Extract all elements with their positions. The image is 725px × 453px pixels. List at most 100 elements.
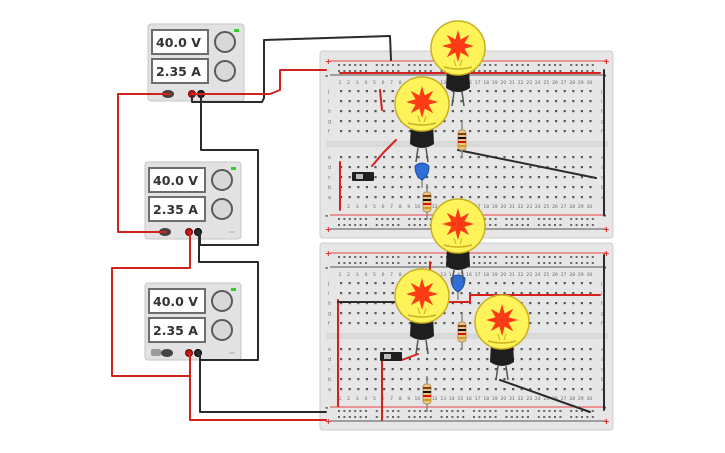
terminal-hole[interactable] [408,388,411,391]
terminal-hole[interactable] [426,358,429,361]
terminal-hole[interactable] [443,196,446,199]
terminal-hole[interactable] [580,196,583,199]
terminal-hole[interactable] [357,292,360,295]
terminal-hole[interactable] [417,368,420,371]
terminal-hole[interactable] [486,196,489,199]
terminal-hole[interactable] [572,120,575,123]
terminal-hole[interactable] [340,348,343,351]
terminal-hole[interactable] [555,368,558,371]
terminal-hole[interactable] [348,100,351,103]
terminal-hole[interactable] [563,90,566,93]
rail-hole[interactable] [365,410,367,412]
terminal-hole[interactable] [460,100,463,103]
terminal-hole[interactable] [520,196,523,199]
terminal-hole[interactable] [546,322,549,325]
rail-hole[interactable] [548,224,551,226]
rail-hole[interactable] [473,256,475,258]
terminal-hole[interactable] [589,130,592,133]
rail-hole[interactable] [365,262,367,264]
terminal-hole[interactable] [477,186,480,189]
terminal-hole[interactable] [512,90,515,93]
terminal-hole[interactable] [391,90,394,93]
terminal-hole[interactable] [348,110,351,113]
voltage-knob-icon[interactable] [214,31,236,53]
terminal-hole[interactable] [580,282,583,285]
terminal-hole[interactable] [408,378,411,381]
terminal-hole[interactable] [348,90,351,93]
terminal-hole[interactable] [546,186,549,189]
rail-hole[interactable] [424,64,427,66]
rail-hole[interactable] [451,416,454,418]
rail-hole[interactable] [591,262,594,264]
terminal-hole[interactable] [469,90,472,93]
rail-hole[interactable] [516,224,519,226]
rail-hole[interactable] [424,410,427,412]
terminal-hole[interactable] [589,292,592,295]
terminal-hole[interactable] [572,186,575,189]
terminal-hole[interactable] [469,348,472,351]
rail-hole[interactable] [494,224,497,226]
rail-hole[interactable] [521,64,524,66]
terminal-hole[interactable] [443,322,446,325]
rail-hole[interactable] [521,224,524,226]
terminal-hole[interactable] [580,292,583,295]
terminal-hole[interactable] [494,176,497,179]
rail-hole[interactable] [424,256,427,258]
terminal-hole[interactable] [572,130,575,133]
terminal-hole[interactable] [340,130,343,133]
terminal-hole[interactable] [400,156,403,159]
terminal-hole[interactable] [572,282,575,285]
rail-hole[interactable] [359,70,362,72]
terminal-hole[interactable] [374,90,377,93]
terminal-hole[interactable] [503,130,506,133]
rail-hole[interactable] [494,64,497,66]
terminal-hole[interactable] [503,120,506,123]
terminal-hole[interactable] [563,130,566,133]
terminal-hole[interactable] [477,358,480,361]
terminal-hole[interactable] [589,312,592,315]
terminal-hole[interactable] [546,166,549,169]
rail-hole[interactable] [591,64,594,66]
terminal-hole[interactable] [469,196,472,199]
terminal-hole[interactable] [494,166,497,169]
rail-hole[interactable] [397,256,400,258]
rail-hole[interactable] [473,70,475,72]
rail-hole[interactable] [559,416,562,418]
terminal-hole[interactable] [529,388,532,391]
rail-hole[interactable] [478,416,481,418]
terminal-hole[interactable] [374,130,377,133]
rail-hole[interactable] [338,218,340,220]
terminal-hole[interactable] [572,312,575,315]
rail-hole[interactable] [581,256,583,258]
rail-hole[interactable] [408,256,411,258]
terminal-hole[interactable] [451,196,454,199]
rail-hole[interactable] [413,262,416,264]
terminal-hole[interactable] [546,130,549,133]
terminal-hole[interactable] [417,186,420,189]
terminal-hole[interactable] [555,100,558,103]
terminal-hole[interactable] [494,368,497,371]
rail-hole[interactable] [413,64,416,66]
terminal-hole[interactable] [443,378,446,381]
terminal-hole[interactable] [383,312,386,315]
rail-hole[interactable] [397,224,400,226]
terminal-hole[interactable] [563,388,566,391]
rail-hole[interactable] [510,410,513,412]
terminal-hole[interactable] [546,282,549,285]
rail-hole[interactable] [548,218,551,220]
terminal-hole[interactable] [537,110,540,113]
rail-hole[interactable] [456,416,459,418]
terminal-hole[interactable] [546,100,549,103]
terminal-hole[interactable] [357,166,360,169]
terminal-hole[interactable] [469,130,472,133]
terminal-hole[interactable] [400,176,403,179]
rail-hole[interactable] [348,218,351,220]
terminal-hole[interactable] [469,120,472,123]
rail-hole[interactable] [386,410,389,412]
terminal-hole[interactable] [383,348,386,351]
rail-hole[interactable] [581,410,583,412]
terminal-hole[interactable] [503,176,506,179]
rail-hole[interactable] [494,70,497,72]
terminal-hole[interactable] [580,120,583,123]
rail-hole[interactable] [494,218,497,220]
